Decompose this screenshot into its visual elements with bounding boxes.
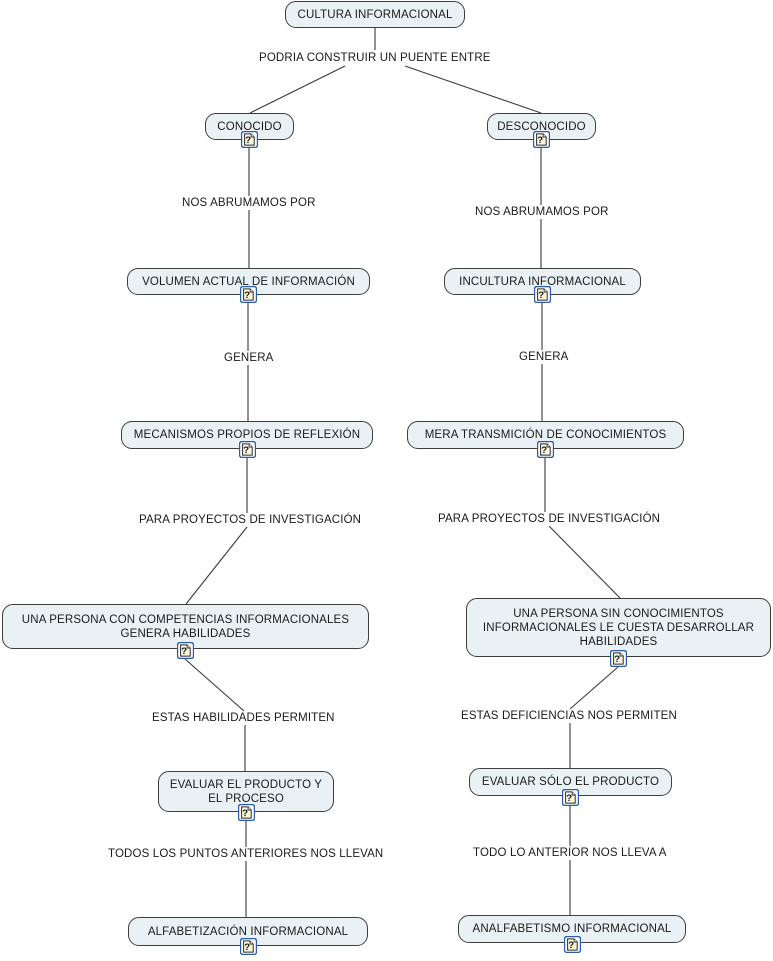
svg-text:?: ?: [244, 290, 250, 301]
concept-node[interactable]: UNA PERSONA SIN CONOCIMIENTOS INFORMACIO…: [466, 598, 771, 657]
note-question-icon[interactable]: ?: [564, 936, 581, 953]
note-question-icon[interactable]: ?: [537, 441, 554, 458]
note-question-icon[interactable]: ?: [533, 131, 550, 148]
svg-text:?: ?: [541, 445, 547, 456]
edge-line: [569, 666, 619, 710]
note-question-icon[interactable]: ?: [240, 286, 257, 303]
edge-label: ESTAS HABILIDADES PERMITEN: [150, 712, 337, 725]
note-question-icon[interactable]: ?: [238, 804, 255, 821]
svg-text:?: ?: [538, 290, 544, 301]
concept-node-label: CULTURA INFORMACIONAL: [297, 8, 453, 21]
svg-text:?: ?: [568, 940, 574, 951]
note-question-icon[interactable]: ?: [239, 441, 256, 458]
concept-node-label: INCULTURA INFORMACIONAL: [459, 275, 626, 288]
note-question-icon[interactable]: ?: [177, 642, 194, 659]
concept-node-label: MERA TRANSMICIÓN DE CONOCIMIENTOS: [424, 429, 667, 441]
svg-text:?: ?: [245, 135, 251, 146]
note-question-icon[interactable]: ?: [610, 650, 627, 667]
edge-label: ESTAS DEFICIENCIAS NOS PERMITEN: [459, 710, 679, 723]
concept-node-label: CONOCIDO: [217, 120, 282, 133]
edge-label: GENERA: [517, 351, 571, 364]
edge-line: [404, 65, 542, 114]
edge-line: [184, 658, 245, 712]
note-question-icon[interactable]: ?: [240, 938, 257, 955]
note-question-icon[interactable]: ?: [562, 789, 579, 806]
edge-label: NOS ABRUMAMOS POR: [473, 206, 611, 219]
concept-node[interactable]: CULTURA INFORMACIONAL: [285, 1, 465, 28]
edge-line: [548, 525, 621, 599]
concept-node-label: ALFABETIZACIÓN INFORMACIONAL: [147, 925, 349, 938]
svg-text:?: ?: [566, 793, 572, 804]
edge-label: NOS ABRUMAMOS POR: [180, 197, 318, 210]
note-question-icon[interactable]: ?: [241, 131, 258, 148]
svg-text:?: ?: [537, 135, 543, 146]
svg-text:?: ?: [242, 808, 248, 819]
concept-node-label: DESCONOCIDO: [497, 120, 586, 133]
concept-node[interactable]: VOLUMEN ACTUAL DE INFORMACIÓN: [127, 268, 370, 295]
edge-label: PARA PROYECTOS DE INVESTIGACIÓN: [137, 514, 364, 527]
svg-text:?: ?: [614, 654, 620, 665]
edge-line: [185, 526, 248, 605]
svg-text:?: ?: [244, 942, 250, 953]
concept-node-label: EVALUAR EL PRODUCTO Y EL PROCESO: [169, 778, 323, 805]
edge-label: GENERA: [222, 352, 276, 365]
concept-node-label: UNA PERSONA SIN CONOCIMIENTOS INFORMACIO…: [482, 607, 755, 648]
svg-text:?: ?: [243, 445, 249, 456]
concept-node-label: MECANISMOS PROPIOS DE REFLEXIÓN: [133, 429, 361, 441]
concept-node-label: VOLUMEN ACTUAL DE INFORMACIÓN: [142, 275, 355, 288]
concept-node-label: UNA PERSONA CON COMPETENCIAS INFORMACION…: [21, 613, 350, 640]
edge-label: PARA PROYECTOS DE INVESTIGACIÓN: [436, 513, 663, 526]
note-question-icon[interactable]: ?: [534, 286, 551, 303]
edge-label: TODO LO ANTERIOR NOS LLEVA A: [471, 847, 669, 860]
edge-line: [249, 65, 346, 114]
svg-text:?: ?: [181, 646, 187, 657]
edge-label: PODRIA CONSTRUIR UN PUENTE ENTRE: [257, 52, 493, 65]
concept-node[interactable]: UNA PERSONA CON COMPETENCIAS INFORMACION…: [2, 604, 369, 649]
concept-node-label: ANALFABETISMO INFORMACIONAL: [472, 923, 672, 935]
concept-node-label: EVALUAR SÓLO EL PRODUCTO: [481, 776, 660, 788]
edge-label: TODOS LOS PUNTOS ANTERIORES NOS LLEVAN: [106, 848, 386, 861]
